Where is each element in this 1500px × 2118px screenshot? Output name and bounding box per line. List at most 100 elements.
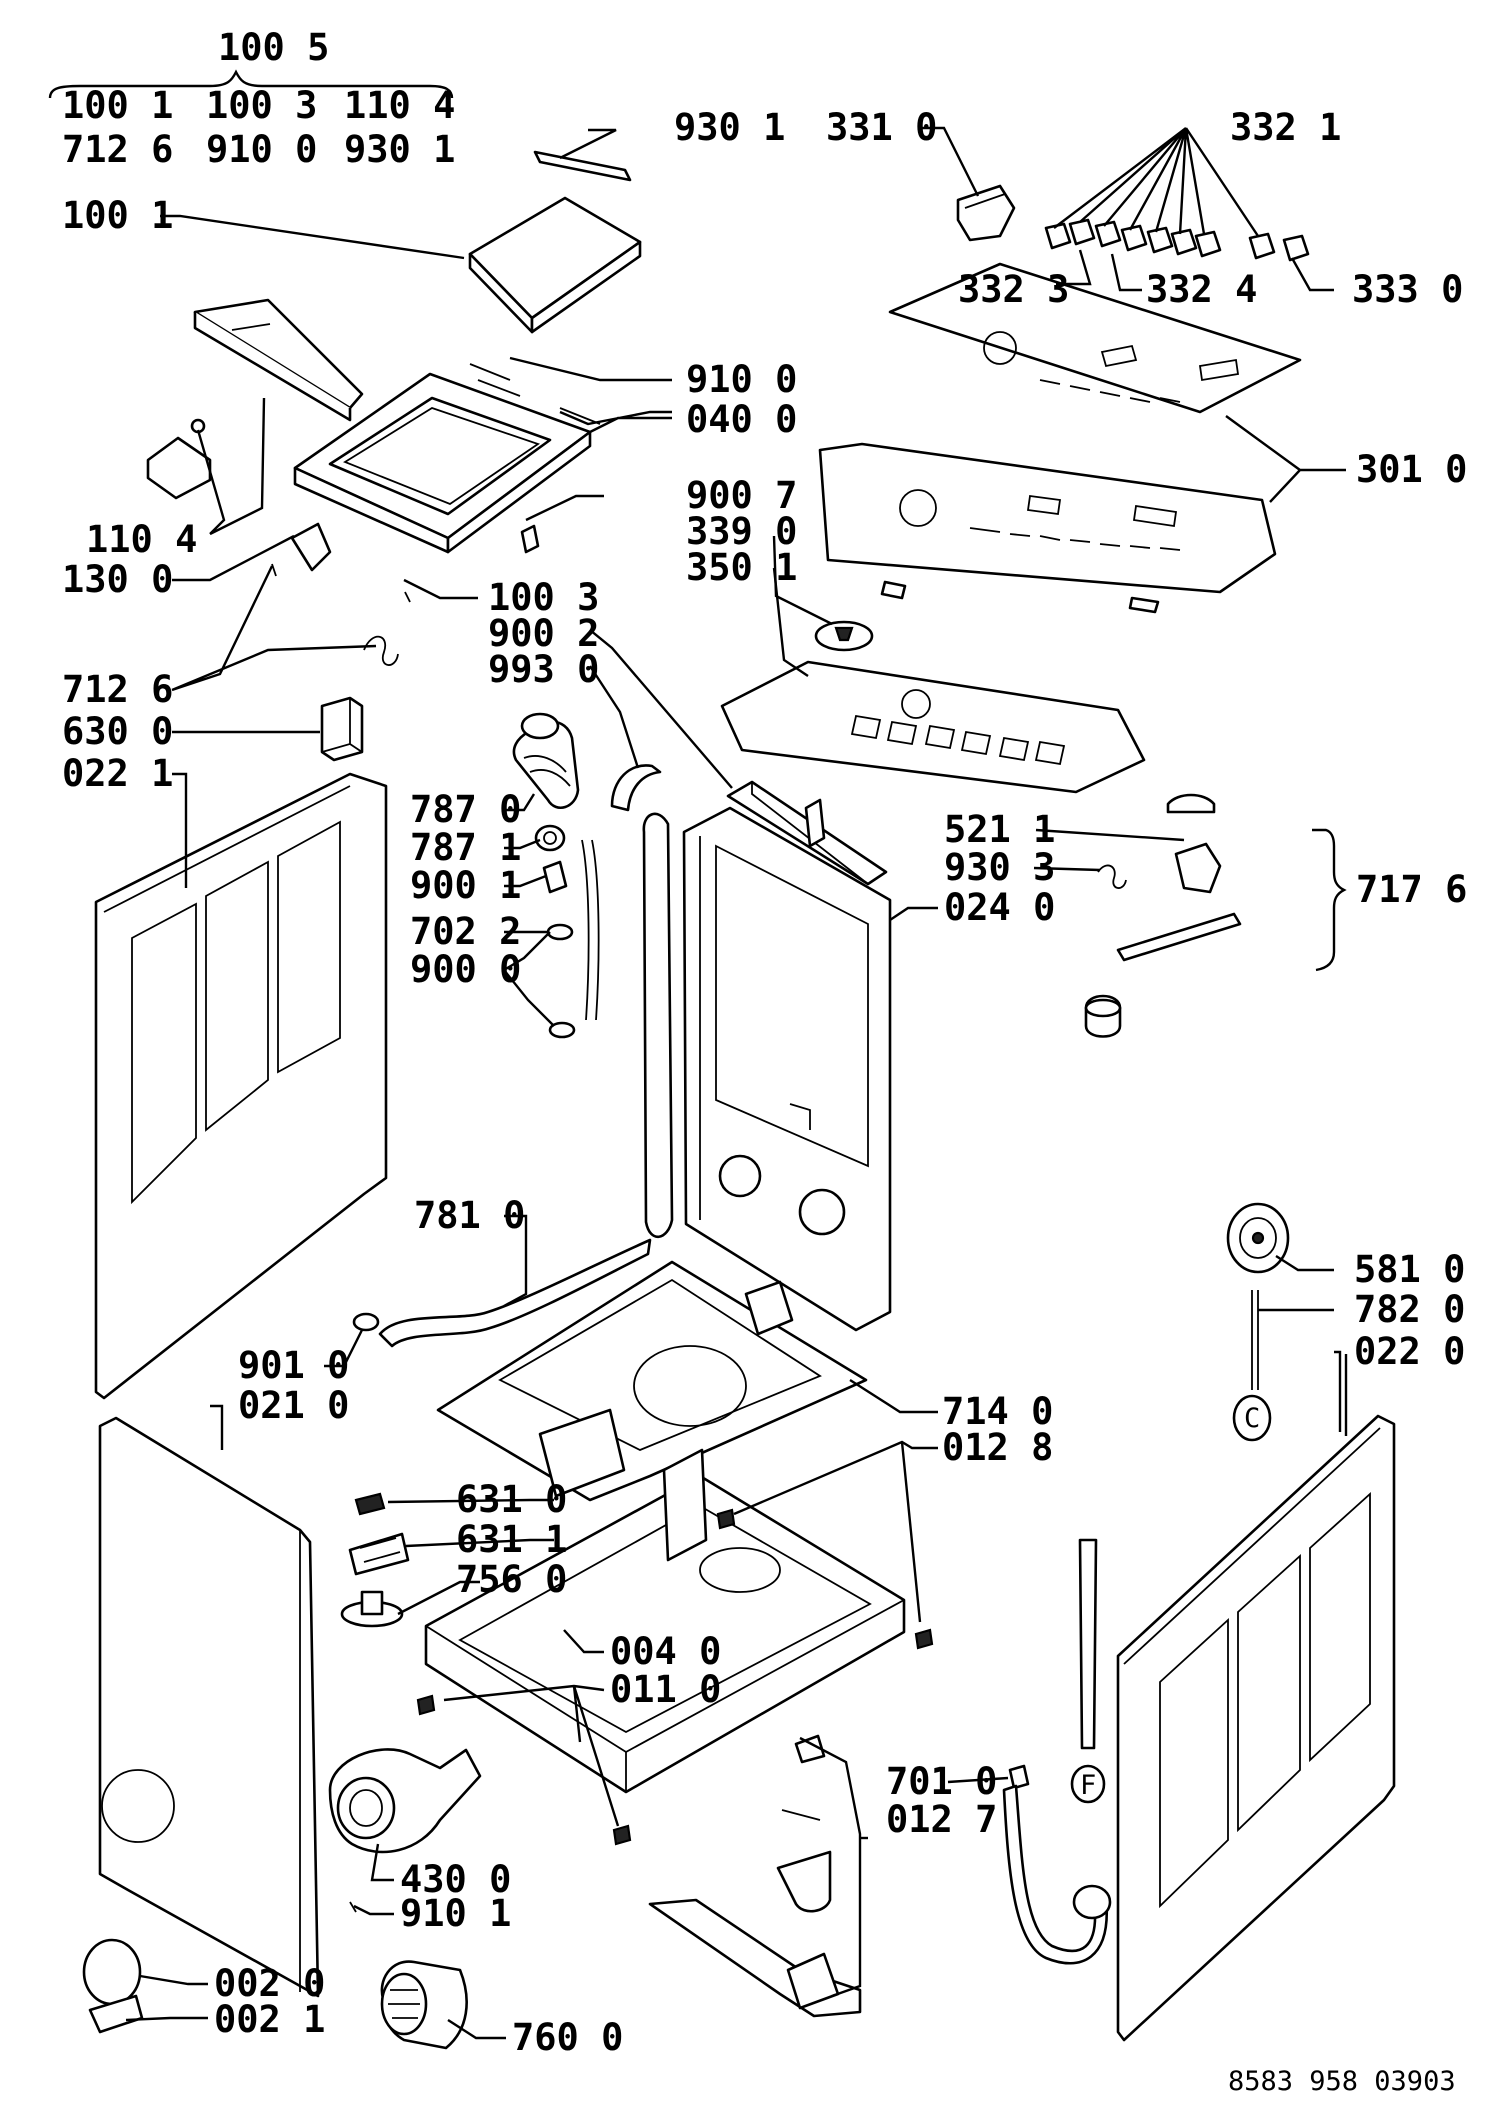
part-knob [956,184,1016,242]
part-hinge-bracket [146,418,212,500]
part-rod: C [1232,1290,1272,1442]
part-pulley [1226,1202,1290,1274]
part-lid [468,196,642,334]
label-130-0: 130 0 [62,558,173,601]
part-suspension-rod: F [1070,1538,1112,1920]
label-787-1: 787 1 [410,826,521,869]
label-339-0: 339 0 [686,510,797,553]
part-filter-cap [82,1938,144,2034]
part-clip [520,524,540,554]
label-930-3: 930 3 [944,846,1055,889]
label-712-6: 712 6 [62,668,173,711]
label-012-7: 012 7 [886,1798,997,1841]
label-024-0: 024 0 [944,886,1055,929]
label-110-4: 110 4 [86,518,197,561]
part-push-buttons [1044,218,1310,262]
part-pressure-switch [348,1492,410,1576]
part-left-side-panel [94,772,388,1400]
leader-lines [48,69,1348,2040]
label-910-1: 910 1 [400,1892,511,1935]
label-011-0: 011 0 [610,1668,721,1711]
part-right-side-panel [1116,1414,1396,2042]
part-top-rail [726,780,888,886]
label-022-0: 022 0 [1354,1330,1465,1373]
part-door-lock-assembly [1084,793,1242,1038]
label-712-6-top: 712 6 [62,128,173,171]
part-labels: 100 5 100 1 100 3 110 4 712 6 910 0 930 … [62,26,1467,2097]
label-333-0: 333 0 [1352,268,1463,311]
label-756-0: 756 0 [456,1558,567,1601]
svg-text:F: F [1080,1770,1096,1801]
part-panel-trim [193,298,364,422]
part-electronic-board [720,660,1146,794]
label-787-0: 787 0 [410,788,521,831]
label-100-1-top: 100 1 [62,84,173,127]
part-bellows [512,712,580,810]
label-900-1: 900 1 [410,864,521,907]
label-332-3: 332 3 [958,268,1069,311]
part-console [818,442,1277,614]
label-021-0: 021 0 [238,1384,349,1427]
label-332-1: 332 1 [1230,106,1341,149]
label-900-7: 900 7 [686,474,797,517]
label-630-0: 630 0 [62,710,173,753]
label-521-1: 521 1 [944,808,1055,851]
label-701-0: 701 0 [886,1760,997,1803]
label-781-0: 781 0 [414,1194,525,1237]
label-301-0: 301 0 [1356,448,1467,491]
label-100-1: 100 1 [62,194,173,237]
part-water-valve [648,1734,862,2018]
part-drain-hose [378,1238,652,1348]
part-inlet-pipe [610,764,674,1239]
part-drain-pump [328,1748,482,1913]
label-430-0: 430 0 [400,1858,511,1901]
part-hinge-clip [271,522,411,603]
part-spring [363,635,399,666]
svg-text:C: C [1244,1403,1260,1434]
document-number: 8583 958 03903 [1228,2066,1456,2097]
label-702-2: 702 2 [410,910,521,953]
label-100-3-top: 100 3 [206,84,317,127]
label-631-1: 631 1 [456,1518,567,1561]
label-714-0: 714 0 [942,1390,1053,1433]
label-910-0: 910 0 [686,358,797,401]
label-012-8: 012 8 [942,1426,1053,1469]
label-350-1: 350 1 [686,546,797,589]
label-040-0: 040 0 [686,398,797,441]
label-910-0-top: 910 0 [206,128,317,171]
label-004-0: 004 0 [610,1630,721,1673]
parts: C F [82,150,1396,2050]
label-022-1: 022 1 [62,752,173,795]
label-631-0: 631 0 [456,1478,567,1521]
part-front-panel [98,1416,320,1998]
part-knob-insert [814,620,874,652]
label-002-1: 002 1 [214,1998,325,2041]
part-base-tray [436,1260,868,1502]
label-110-4-top: 110 4 [344,84,455,127]
label-900-0: 900 0 [410,948,521,991]
label-332-4: 332 4 [1146,268,1257,311]
label-930-1-top: 930 1 [344,128,455,171]
part-plug [352,1312,380,1332]
label-100-3: 100 3 [488,576,599,619]
part-feet [416,1508,934,1846]
label-717-6: 717 6 [1356,868,1467,911]
label-930-1: 930 1 [674,106,785,149]
label-900-2: 900 2 [488,612,599,655]
label-993-0: 993 0 [488,648,599,691]
label-002-0: 002 0 [214,1962,325,2005]
part-drawer-cover [320,696,364,762]
part-filter [380,1960,468,2050]
label-100-5: 100 5 [218,26,329,69]
label-760-0: 760 0 [512,2016,623,2059]
part-panel-decal [888,262,1302,414]
label-782-0: 782 0 [1354,1288,1465,1331]
part-top-trim-strip [533,150,632,182]
part-foot [340,1590,404,1628]
part-base-chassis [424,1448,906,1794]
part-top-frame [293,363,601,554]
label-331-0: 331 0 [826,106,937,149]
label-901-0: 901 0 [238,1344,349,1387]
part-rear-panel [682,806,892,1332]
